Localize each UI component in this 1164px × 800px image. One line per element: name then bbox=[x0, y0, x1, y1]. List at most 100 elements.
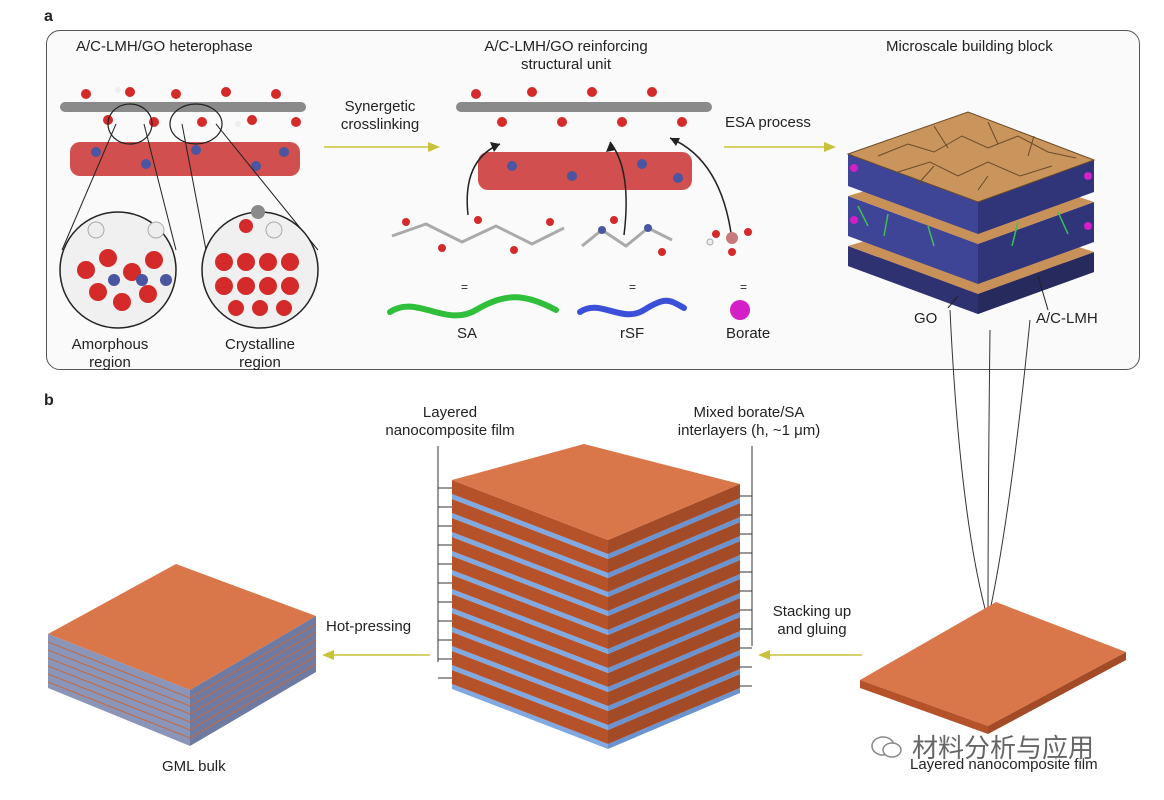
gml-bulk-illustration bbox=[47, 564, 317, 746]
interlayer-right bbox=[608, 593, 740, 654]
stack-top-surface bbox=[452, 444, 740, 540]
single-film-label: Layered nanocomposite film bbox=[910, 756, 1098, 773]
crystalline-region-label: Crystalline region bbox=[218, 336, 302, 372]
crystalline-line1: Crystalline bbox=[224, 336, 296, 353]
building-block-layers bbox=[846, 111, 1096, 314]
rsf-equals: = bbox=[629, 280, 637, 294]
stack-layer-right bbox=[608, 503, 740, 573]
interlayer-left bbox=[452, 646, 608, 711]
interlayers-line2: interlayers (h, ~1 μm) bbox=[677, 422, 821, 439]
sa-equals: = bbox=[461, 280, 469, 294]
crystalline-zoom-circle bbox=[201, 205, 319, 329]
sa-swatch bbox=[387, 294, 559, 319]
interlayer-right bbox=[608, 669, 740, 730]
aclmh-label: A/C-LMH bbox=[1036, 310, 1098, 327]
stack-layer-left bbox=[452, 499, 608, 573]
interlayer-left bbox=[452, 627, 608, 692]
borate-equals: = bbox=[740, 280, 748, 294]
hot-pressing-arrow bbox=[322, 650, 430, 660]
stack-layer-right bbox=[608, 636, 740, 706]
go-label: GO bbox=[914, 310, 938, 327]
amorphous-region-label: Amorphous region bbox=[68, 336, 152, 372]
sa-molecule bbox=[391, 216, 565, 254]
reinforcing-title-line1: A/C-LMH/GO reinforcing bbox=[484, 38, 648, 55]
interlayer-right bbox=[608, 536, 740, 597]
interlayer-left bbox=[452, 589, 608, 654]
interlayer-left bbox=[452, 551, 608, 616]
interlayers-line1: Mixed borate/SA bbox=[693, 404, 805, 421]
legend-sa-label: SA bbox=[457, 325, 478, 342]
lmh-layer bbox=[70, 142, 300, 176]
stack-layer-left bbox=[452, 594, 608, 668]
amorphous-zoom-circle bbox=[59, 211, 177, 329]
interlayer-right bbox=[608, 517, 740, 578]
panel-a-letter: a bbox=[44, 8, 53, 25]
molecules-illustration bbox=[391, 216, 752, 256]
amorphous-line1: Amorphous bbox=[71, 336, 149, 353]
esa-process-label: ESA process bbox=[725, 114, 811, 131]
rsf-molecule bbox=[581, 216, 673, 256]
stack-layer-left bbox=[452, 651, 608, 725]
crystalline-line2: region bbox=[239, 354, 281, 371]
stack-layer-left bbox=[452, 556, 608, 630]
panel-b-letter: b bbox=[44, 392, 54, 409]
stack-layer-right bbox=[608, 674, 740, 744]
synergetic-line1: Synergetic bbox=[344, 98, 416, 115]
borate-molecule bbox=[706, 228, 752, 256]
interlayer-left bbox=[452, 494, 608, 559]
stack-layer-left bbox=[452, 670, 608, 744]
reinforcing-title: A/C-LMH/GO reinforcing structural unit bbox=[456, 38, 676, 74]
layered-film-line1: Layered bbox=[422, 404, 478, 421]
layered-film-label: Layered nanocomposite film bbox=[380, 404, 520, 440]
interlayer-left bbox=[452, 513, 608, 578]
stack-layers bbox=[452, 444, 740, 749]
synergetic-crosslinking-label: Synergetic crosslinking bbox=[330, 98, 430, 134]
synergetic-line2: crosslinking bbox=[340, 116, 420, 133]
interlayers-label: Mixed borate/SA interlayers (h, ~1 μm) bbox=[660, 404, 838, 440]
interlayer-right bbox=[608, 612, 740, 673]
heterophase-illustration bbox=[59, 87, 319, 329]
stack-layer-left bbox=[452, 518, 608, 592]
stacking-line2: and gluing bbox=[777, 621, 847, 638]
esa-arrow bbox=[724, 142, 836, 152]
borate-swatch bbox=[730, 300, 750, 320]
legend-rsf-label: rSF bbox=[620, 325, 645, 342]
interlayer-left bbox=[452, 608, 608, 673]
stack-layer-left bbox=[452, 537, 608, 611]
interlayer-right bbox=[608, 574, 740, 635]
stack-layer-right bbox=[608, 617, 740, 687]
stack-layer-left bbox=[452, 632, 608, 706]
interlayer-left bbox=[452, 684, 608, 749]
single-film-illustration bbox=[860, 602, 1126, 734]
stack-layer-right bbox=[608, 522, 740, 592]
stack-layer-right bbox=[608, 541, 740, 611]
oxygen-groups bbox=[81, 87, 301, 127]
building-block-illustration bbox=[846, 111, 1096, 314]
legend-borate-label: Borate bbox=[726, 325, 771, 342]
stack-layer-right bbox=[608, 598, 740, 668]
interlayer-right bbox=[608, 631, 740, 692]
layered-film-line2: nanocomposite film bbox=[385, 422, 515, 439]
stacking-line1: Stacking up bbox=[772, 603, 852, 620]
stack-layer-right bbox=[608, 560, 740, 630]
interlayer-right bbox=[608, 650, 740, 711]
zoom-connector-lines bbox=[949, 309, 1031, 621]
synergetic-arrow bbox=[324, 142, 440, 152]
reinforcing-unit-illustration bbox=[456, 87, 733, 241]
stacking-arrow bbox=[758, 650, 862, 660]
stacked-film-illustration bbox=[437, 444, 753, 749]
heterophase-title: A/C-LMH/GO heterophase bbox=[76, 38, 253, 55]
building-block-title: Microscale building block bbox=[886, 38, 1053, 55]
stack-layer-left bbox=[452, 575, 608, 649]
stack-layer-left bbox=[452, 480, 608, 554]
gml-bulk-label: GML bulk bbox=[162, 758, 226, 775]
stacking-label: Stacking up and gluing bbox=[764, 603, 860, 639]
interlayer-left bbox=[452, 570, 608, 635]
rsf-swatch bbox=[577, 297, 687, 318]
wechat-icon bbox=[871, 736, 902, 758]
interlayer-right bbox=[608, 555, 740, 616]
stack-layer-right bbox=[608, 579, 740, 649]
interlayer-left bbox=[452, 665, 608, 730]
interlayer-right bbox=[608, 688, 740, 749]
watermark-text: 材料分析与应用 bbox=[912, 734, 1095, 764]
